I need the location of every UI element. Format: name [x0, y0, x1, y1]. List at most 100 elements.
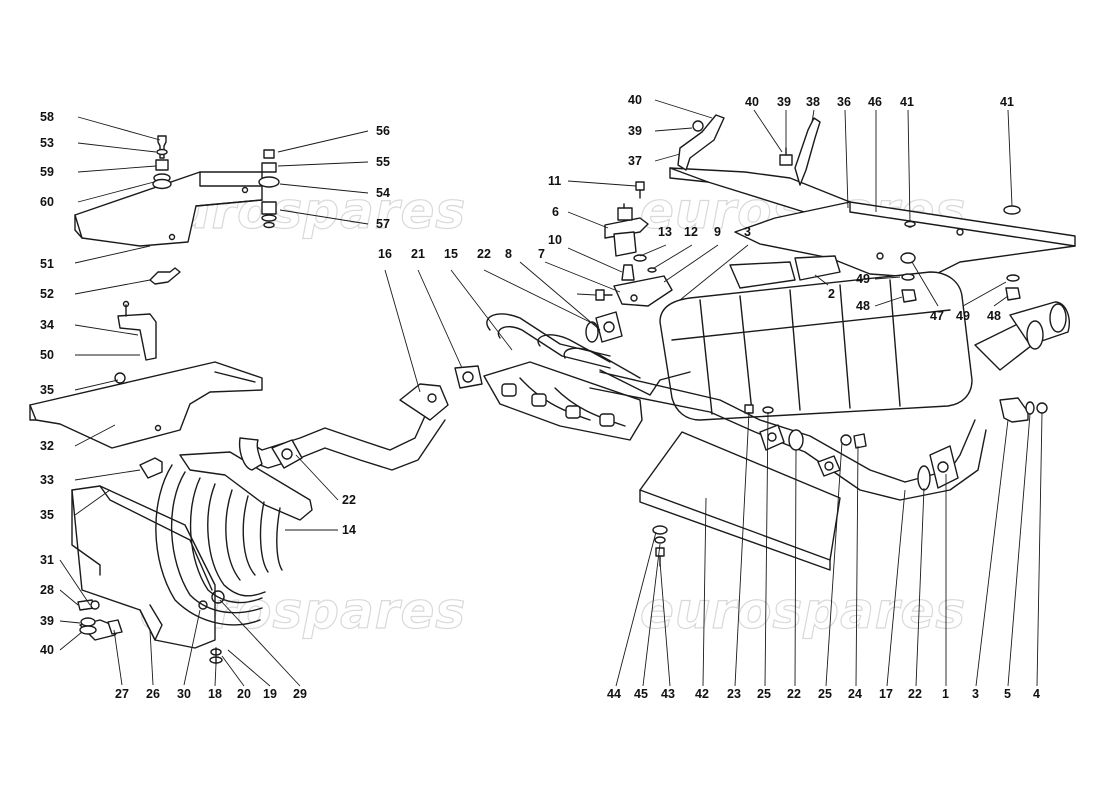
flange-22-upper	[585, 311, 623, 343]
callout-38: 38	[806, 95, 820, 109]
washers-12-13	[621, 254, 657, 281]
callout-48-right: 48	[987, 309, 1001, 323]
callout-6: 6	[552, 205, 559, 219]
callout-10: 10	[548, 233, 562, 247]
callout-39-left: 39	[40, 614, 54, 628]
callout-9: 9	[714, 225, 721, 239]
callout-21: 21	[411, 247, 425, 261]
callout-28: 28	[40, 583, 54, 597]
callout-22-upper: 22	[477, 247, 491, 261]
callout-12: 12	[684, 225, 698, 239]
heat-shield-upper-left	[74, 171, 263, 247]
callout-22-mid: 22	[787, 687, 801, 701]
bracket-52	[149, 267, 181, 285]
callout-47: 47	[930, 309, 944, 323]
callout-25-right: 25	[818, 687, 832, 701]
callout-1: 1	[942, 687, 949, 701]
callout-8: 8	[505, 247, 512, 261]
watermark-bottom-right: eurospares	[640, 582, 966, 640]
callout-27: 27	[115, 687, 129, 701]
callout-50: 50	[40, 348, 54, 362]
callout-30: 30	[177, 687, 191, 701]
callout-17: 17	[879, 687, 893, 701]
callout-57: 57	[376, 217, 390, 231]
callout-46: 46	[868, 95, 882, 109]
callout-15: 15	[444, 247, 458, 261]
bolt-11	[635, 181, 645, 199]
callout-35-lower: 35	[40, 508, 54, 522]
mount-stack-54-57	[258, 149, 280, 229]
fasteners-middle	[744, 404, 867, 477]
callout-22-right: 22	[908, 687, 922, 701]
exhaust-pipe-16	[238, 383, 449, 471]
bolt-8	[595, 289, 613, 301]
callout-40-top: 40	[628, 93, 642, 107]
heat-shield-32	[29, 361, 263, 449]
callout-31: 31	[40, 553, 54, 567]
callout-44: 44	[607, 687, 621, 701]
callout-13: 13	[658, 225, 672, 239]
nuts-48-49	[900, 252, 1021, 303]
callout-48-left: 48	[856, 299, 870, 313]
callout-51: 51	[40, 257, 54, 271]
callout-42: 42	[695, 687, 709, 701]
callout-58: 58	[40, 110, 54, 124]
rubber-mount-6	[604, 203, 649, 257]
bracket-7	[613, 275, 673, 307]
callout-41-left: 41	[900, 95, 914, 109]
callout-16: 16	[378, 247, 392, 261]
callout-35-upper: 35	[40, 383, 54, 397]
callout-23: 23	[727, 687, 741, 701]
callout-22-left: 22	[342, 493, 356, 507]
callout-4: 4	[1033, 687, 1040, 701]
callout-43: 43	[661, 687, 675, 701]
callout-49-left: 49	[856, 272, 870, 286]
tail-pipes	[974, 301, 1070, 371]
callout-59: 59	[40, 165, 54, 179]
callout-11: 11	[548, 174, 561, 188]
heat-shield-42	[639, 431, 841, 571]
callout-20: 20	[237, 687, 251, 701]
bracket-33	[139, 457, 163, 479]
callout-18: 18	[208, 687, 222, 701]
callout-3-lower: 3	[972, 687, 979, 701]
callout-19: 19	[263, 687, 277, 701]
bracket-3-right	[999, 397, 1048, 423]
callout-26: 26	[146, 687, 160, 701]
callout-33: 33	[40, 473, 54, 487]
callout-34: 34	[40, 318, 54, 332]
callout-25-left: 25	[757, 687, 771, 701]
muffler-1	[659, 271, 973, 421]
fasteners-44-45-43	[652, 525, 668, 567]
fasteners-left-bottom	[77, 599, 223, 665]
callout-36: 36	[837, 95, 851, 109]
callout-54: 54	[376, 186, 390, 200]
exhaust-pipe-17	[589, 371, 987, 501]
callout-7: 7	[538, 247, 545, 261]
callout-39-top: 39	[628, 124, 642, 138]
callout-55: 55	[376, 155, 390, 169]
callout-39-mid: 39	[777, 95, 791, 109]
callout-5: 5	[1004, 687, 1011, 701]
exhaust-manifold-right	[483, 313, 691, 441]
heat-shield-plate-26	[71, 485, 216, 649]
bracket-37	[677, 114, 725, 171]
callout-labels: 58 53 59 60 56 55 54 57 51 52 34 50 35 3…	[40, 93, 1040, 701]
callout-24: 24	[848, 687, 862, 701]
callout-40-left: 40	[40, 643, 54, 657]
callout-2: 2	[828, 287, 835, 301]
callout-32: 32	[40, 439, 54, 453]
callout-49-right: 49	[956, 309, 970, 323]
callout-41-right: 41	[1000, 95, 1014, 109]
leader-lines	[59, 99, 1043, 687]
bolt-stack-58-60	[152, 135, 172, 190]
callout-14: 14	[342, 523, 356, 537]
callout-53: 53	[40, 136, 54, 150]
gasket-21	[454, 365, 483, 389]
callout-40-mid: 40	[745, 95, 759, 109]
callout-52: 52	[40, 287, 54, 301]
callout-37: 37	[628, 154, 642, 168]
bracket-34	[117, 300, 157, 361]
exhaust-manifold-left	[155, 451, 313, 626]
